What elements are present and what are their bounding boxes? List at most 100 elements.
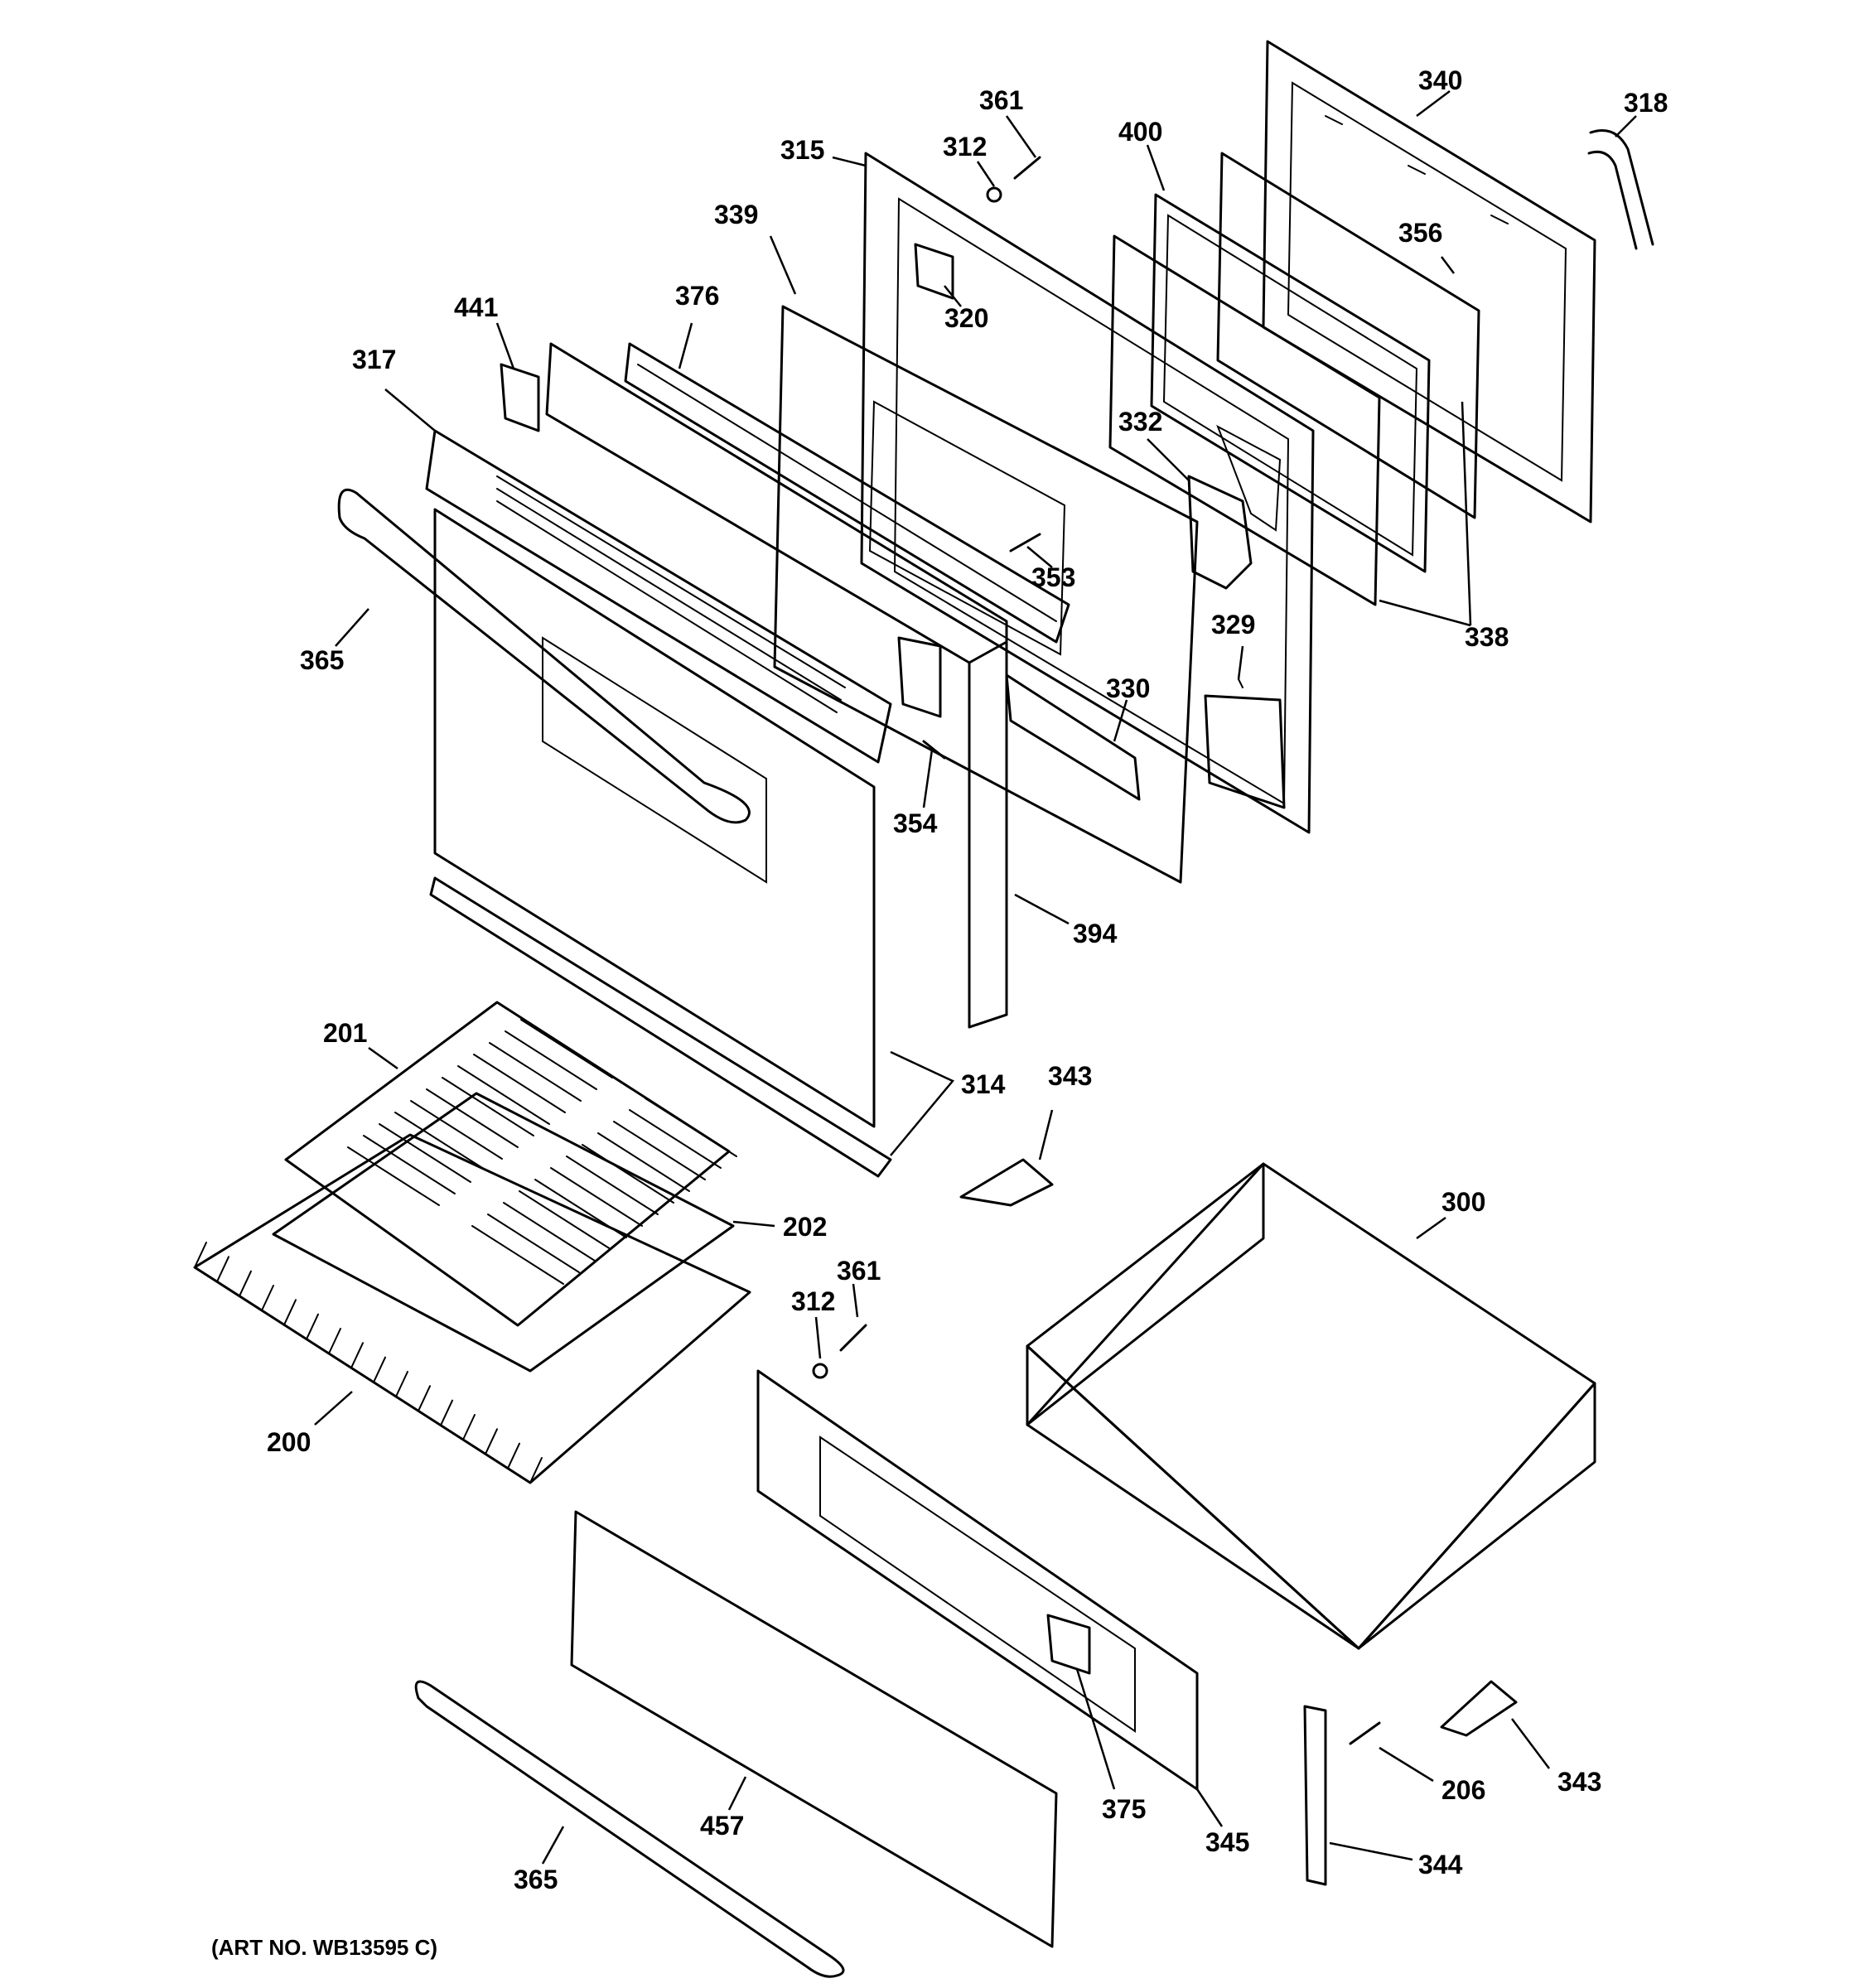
part-318-gasket [1587,129,1654,250]
broiler-slot [471,1225,564,1285]
rack-wire [216,1256,229,1283]
callout-338: 338 [1465,622,1509,652]
callout-344: 344 [1418,1850,1463,1879]
part-338-glass-panes [1108,152,1480,606]
part-345-drawer-panel [756,1369,1199,1791]
callout-354: 354 [893,808,938,838]
rack-wire [194,1242,207,1268]
part-354-screw [922,740,946,760]
callout-340: 340 [1418,65,1462,95]
broiler-slot [379,1123,471,1183]
rack-wire [485,1428,498,1455]
callout-353: 353 [1031,562,1075,592]
part-394-door-frame [545,342,1008,1029]
callout-356: 356 [1398,218,1442,248]
art-number: (ART NO. WB13595 C) [211,1935,437,1960]
rack-wire [283,1299,297,1326]
callout-457: 457 [700,1811,744,1841]
callout-314: 314 [961,1069,1006,1099]
callout-365-upper: 365 [300,645,344,675]
part-339-insulation [773,305,1199,884]
part-361-312-upper-fasteners [986,156,1041,203]
broiler-slot [582,1144,674,1204]
callout-361-lower: 361 [837,1256,881,1286]
broiler-slot [347,1146,440,1206]
callout-345: 345 [1205,1827,1249,1857]
part-376-vent-channel [624,342,1070,644]
callout-200: 200 [267,1427,311,1457]
rack-wire [440,1399,453,1426]
part-314-outer-door [429,508,892,1178]
callout-394: 394 [1073,919,1118,948]
callout-330: 330 [1106,673,1150,703]
part-329-lower-bracket [1204,678,1286,809]
callout-332: 332 [1118,407,1162,437]
broiler-slot [629,1109,722,1169]
part-343-drawer-slide-upper [959,1158,1054,1207]
rack-wire [239,1270,252,1297]
callout-201: 201 [323,1018,367,1048]
callout-375: 375 [1102,1794,1146,1824]
part-400-inner-frame [1150,193,1431,573]
part-332-bracket [1187,424,1282,590]
part-300-drawer-box [1026,1162,1596,1650]
broiler-slot [505,1030,597,1090]
callout-300: 300 [1441,1187,1485,1217]
part-317-vent-trim [425,429,892,764]
callout-206: 206 [1441,1775,1485,1805]
broiler-slot [489,1042,582,1102]
callout-329: 329 [1211,610,1255,639]
broiler-slot [520,1019,613,1078]
broiler-slot [394,1112,487,1171]
part-202-broiler-pan [272,1092,735,1373]
broiler-slot [519,1190,611,1250]
rack-wire [395,1371,408,1397]
callout-343-upper: 343 [1048,1061,1092,1091]
part-361-312-lower-fasteners [812,1324,867,1379]
broiler-slot [550,1167,643,1227]
broiler-slot [473,1054,566,1113]
broiler-slot [613,1121,706,1180]
part-200-oven-rack [193,1133,751,1484]
part-343-drawer-slide-lower [1440,1680,1518,1737]
broiler-slot [487,1214,580,1273]
broiler-slot [410,1100,503,1160]
callout-441: 441 [454,292,498,322]
rack-wire [328,1328,341,1354]
part-457-drawer-front [570,1510,1058,1948]
part-353-screw [1009,533,1041,552]
callout-317: 317 [352,345,396,374]
part-365-upper-handle [337,488,751,824]
part-206-screw [1349,1721,1381,1745]
part-365-lower-handle [414,1680,845,1978]
part-375-drawer-bracket [1046,1614,1091,1675]
broiler-slot [597,1132,690,1192]
callout-400: 400 [1118,117,1162,147]
rack-wire [507,1442,520,1469]
broiler-slot [457,1065,550,1125]
callout-312-upper: 312 [943,132,987,162]
rack-wire [373,1356,386,1383]
callout-320: 320 [944,303,988,333]
callout-312-lower: 312 [791,1286,835,1316]
part-330-window-trim [1005,673,1141,801]
broiler-slot [363,1135,456,1194]
callout-202: 202 [783,1212,827,1242]
part-door-hinge-brackets [897,636,942,718]
rack-wire [529,1457,543,1484]
broiler-slot [566,1156,659,1215]
callout-376: 376 [675,281,719,311]
broiler-slot [442,1077,534,1136]
callout-361-upper: 361 [979,85,1023,115]
broiler-slot [503,1202,596,1262]
callout-labels: 361 312 315 339 400 340 318 356 320 376 … [267,65,1668,1894]
broiler-slot [645,1098,737,1157]
part-340-door-back-frame [1262,40,1596,524]
part-315-door-liner [860,152,1315,834]
rack-wire [261,1285,274,1311]
rack-wire [306,1313,319,1340]
rack-wire [350,1342,364,1369]
rack-wire [462,1414,476,1440]
